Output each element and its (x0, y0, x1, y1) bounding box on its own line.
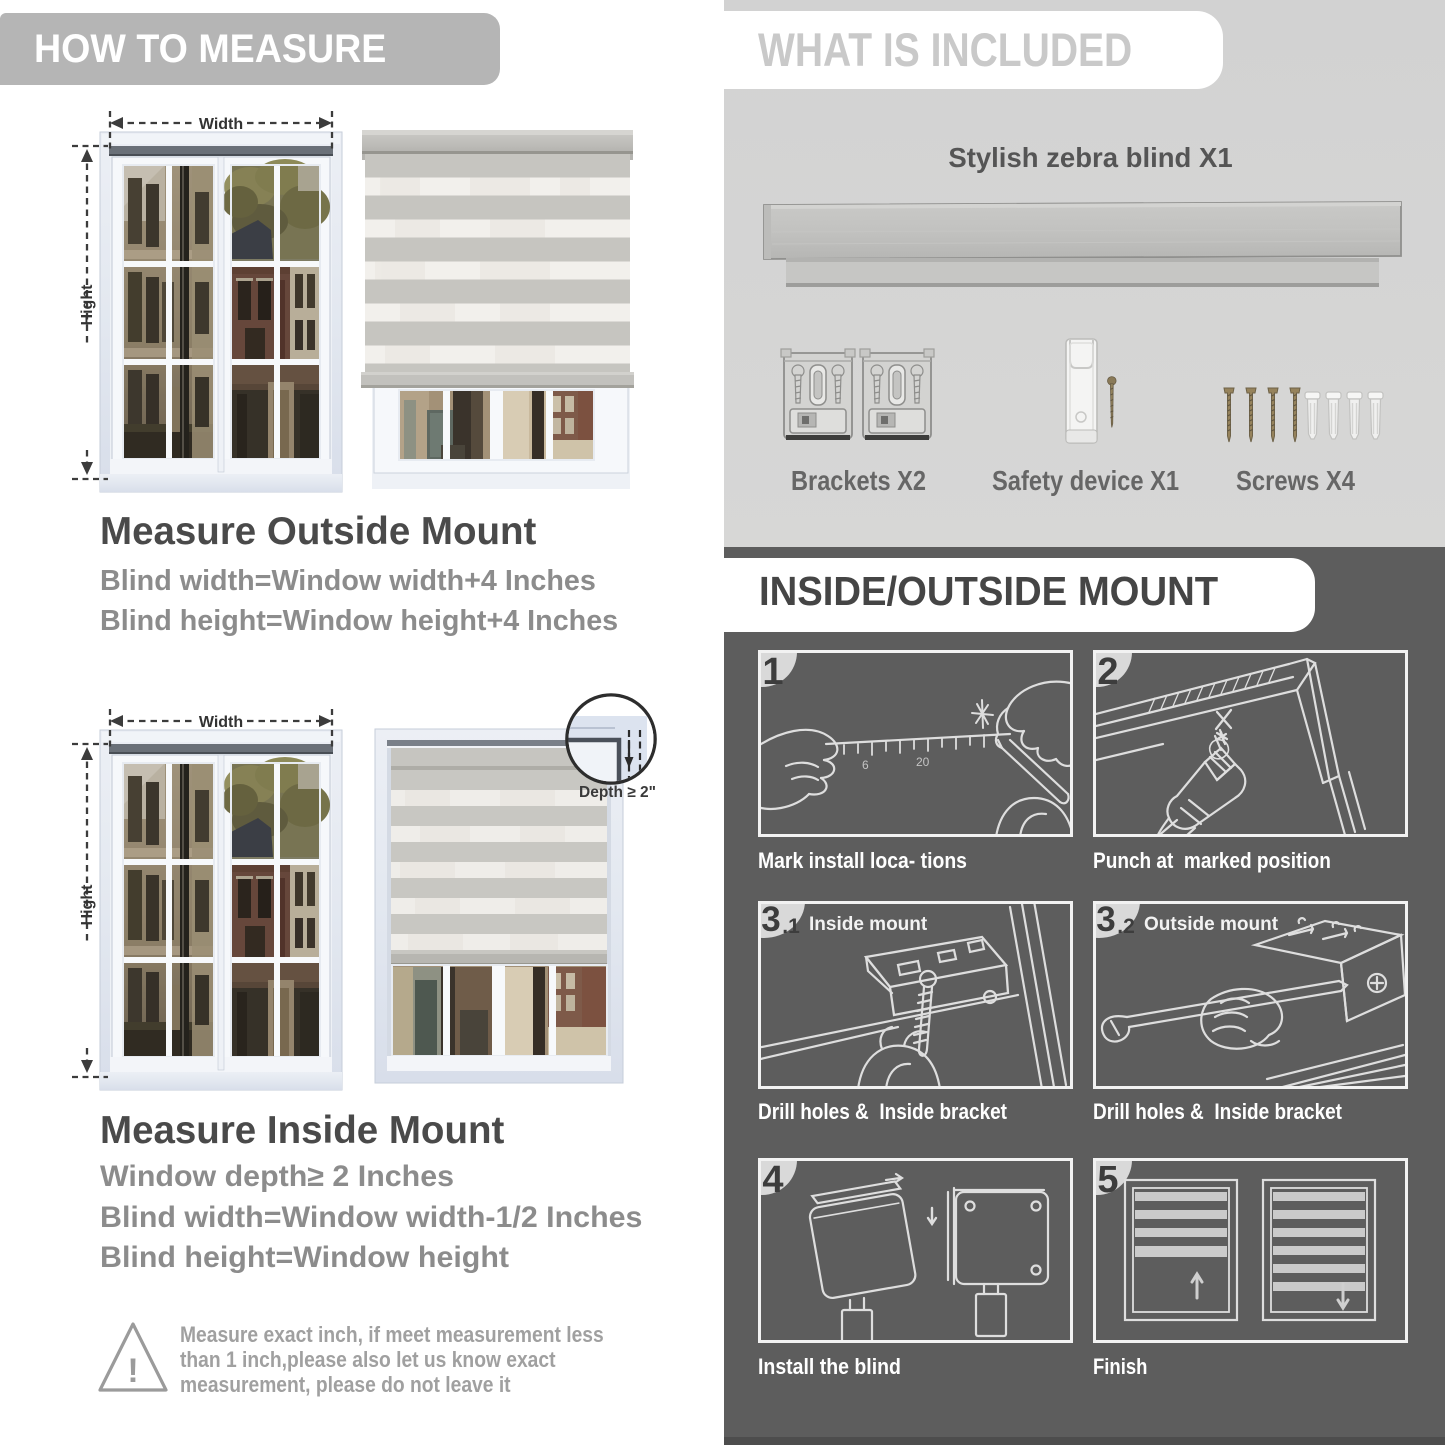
svg-text:Inside mount: Inside mount (809, 914, 928, 935)
svg-text:Width: Width (199, 116, 243, 133)
svg-text:!: ! (127, 1352, 138, 1390)
svg-text:Width: Width (199, 714, 243, 731)
svg-text:4: 4 (762, 1159, 783, 1201)
svg-text:5: 5 (1097, 1159, 1118, 1201)
svg-text:.1: .1 (782, 915, 800, 938)
svg-text:2: 2 (1097, 651, 1118, 693)
svg-text:Outside mount: Outside mount (1144, 914, 1279, 935)
svg-text:.2: .2 (1117, 915, 1135, 938)
svg-text:Hight: Hight (79, 884, 96, 926)
svg-text:Depth ≥ 2": Depth ≥ 2" (579, 784, 656, 801)
svg-text:Hight: Hight (79, 284, 96, 326)
svg-text:1: 1 (762, 651, 783, 693)
svg-text:3: 3 (761, 901, 780, 939)
svg-text:20: 20 (916, 755, 930, 769)
svg-text:6: 6 (862, 758, 869, 772)
svg-text:3: 3 (1096, 901, 1115, 939)
